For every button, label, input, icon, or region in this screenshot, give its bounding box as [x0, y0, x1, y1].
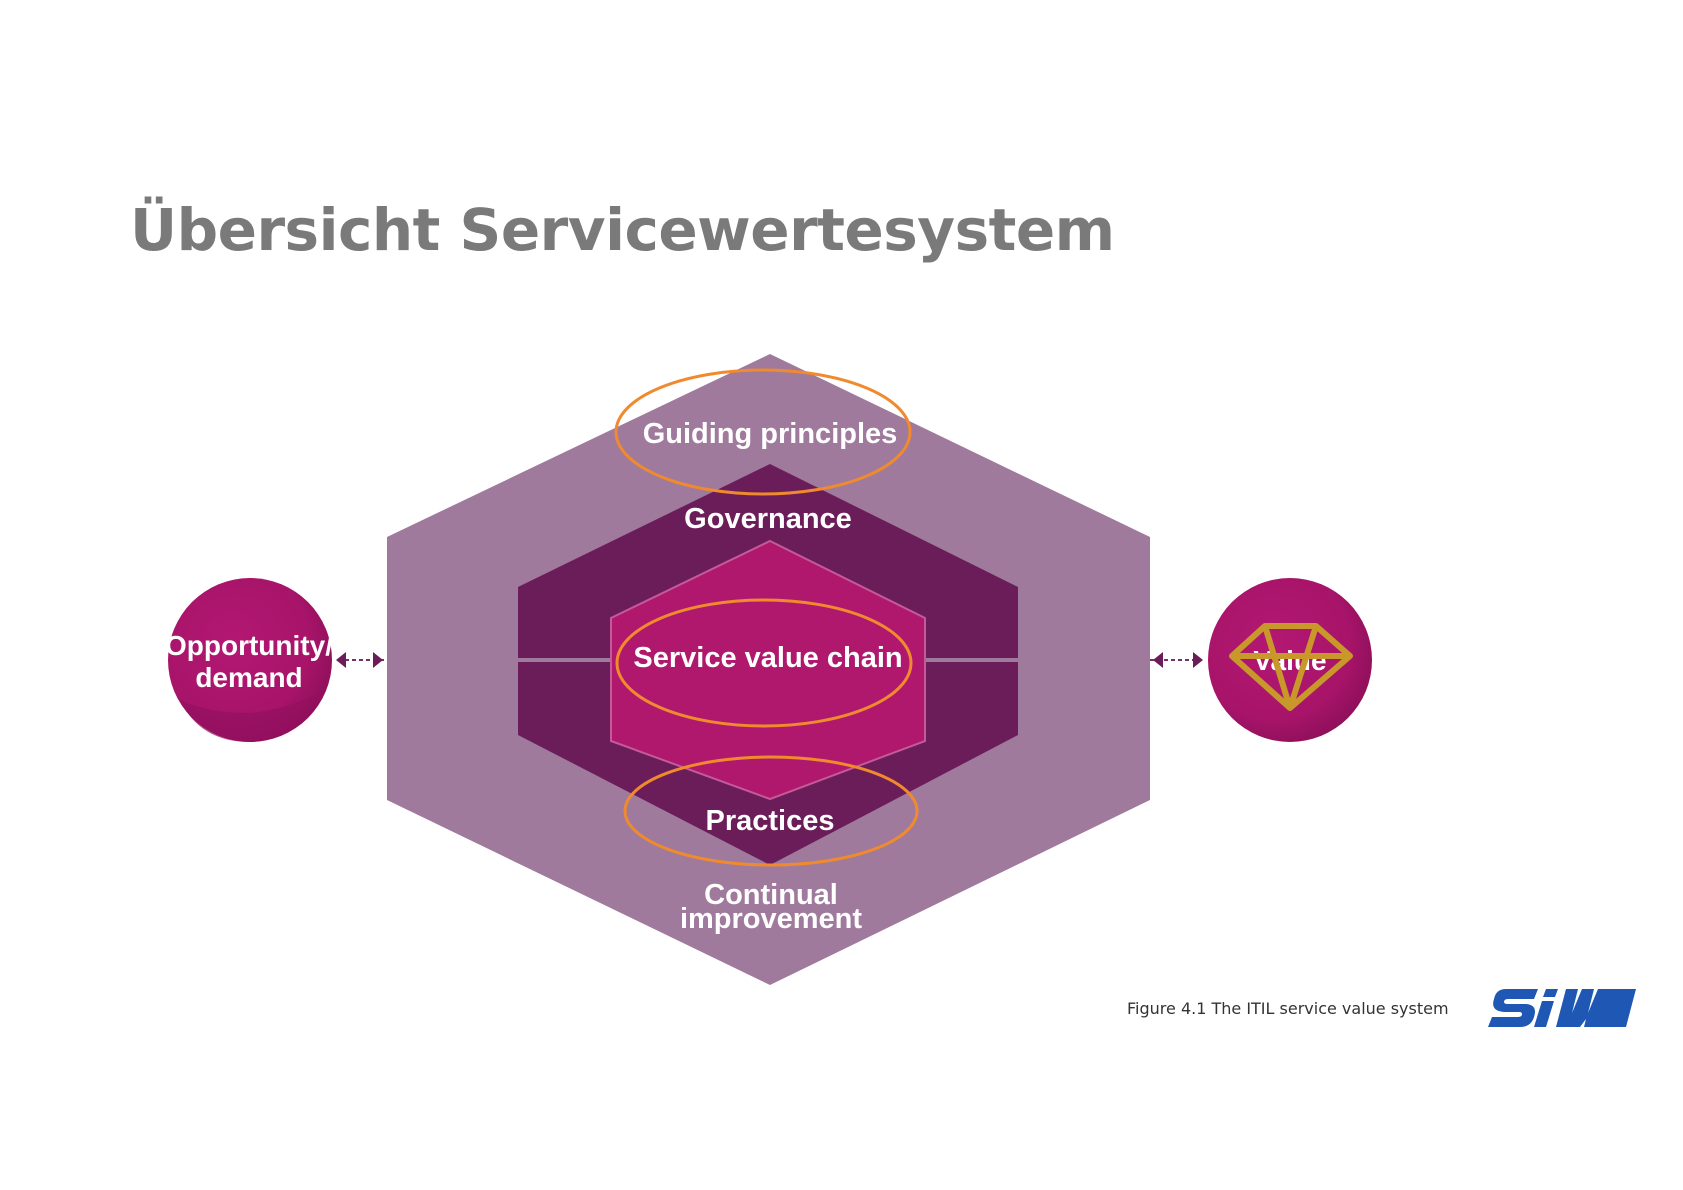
page-title: Übersicht Servicewertesystem [130, 196, 1115, 264]
opportunity-circle-swoosh [180, 690, 325, 742]
opportunity-demand-circle [168, 578, 332, 742]
guiding-principles-label: Guiding principles [643, 418, 898, 450]
figure-caption: Figure 4.1 The ITIL service value system [1127, 999, 1449, 1018]
siw-logo [1488, 989, 1636, 1027]
opportunity-label-line2: demand [195, 662, 302, 693]
practices-label: Practices [706, 805, 835, 837]
highlight-service-value-chain [615, 598, 913, 728]
governance-label: Governance [684, 503, 852, 535]
highlight-guiding-principles [614, 368, 912, 496]
service-value-chain-label: Service value chain [633, 642, 902, 674]
highlight-practices [623, 755, 919, 867]
value-circle [1208, 578, 1372, 742]
input-arrow [336, 652, 383, 668]
continual-improvement-label-line1: Continual [704, 879, 838, 911]
service-value-chain-hexagon [610, 539, 926, 801]
value-label: Value [1253, 645, 1326, 676]
diamond-icon [1229, 623, 1353, 711]
output-arrow [1153, 652, 1203, 668]
continual-improvement-label-line2: improvement [680, 903, 862, 935]
opportunity-label-line1: Opportunity/ [165, 630, 333, 661]
